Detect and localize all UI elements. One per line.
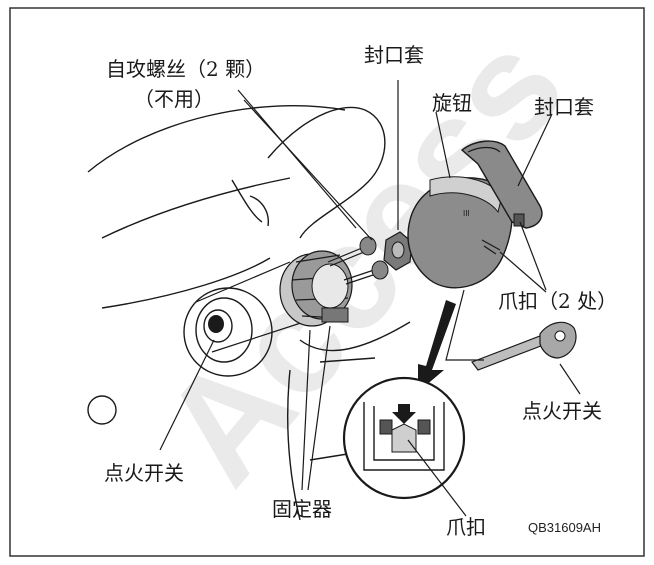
label-not-used: （不用） <box>134 87 214 111</box>
label-claw-detail: 爪扣 <box>446 515 486 539</box>
label-seal-cap-right: 封口套 <box>534 95 594 119</box>
ignition-switch-body <box>183 261 311 377</box>
label-ignition-switch-left: 点火开关 <box>104 461 184 485</box>
label-seal-cap-top: 封口套 <box>364 43 424 67</box>
label-self-tapping-screw: 自攻螺丝（2 颗） <box>106 57 266 81</box>
svg-text:III: III <box>463 209 470 218</box>
detail-arrow <box>418 300 456 392</box>
dashboard-outline <box>87 105 411 521</box>
seal-cover-part <box>460 140 543 229</box>
knob-part: III <box>407 176 513 289</box>
frame-border <box>9 7 645 557</box>
label-ignition-switch-key: 点火开关 <box>522 399 602 423</box>
small-seal-cap <box>383 231 413 271</box>
small-hole <box>87 395 117 425</box>
screw-2 <box>343 260 389 285</box>
label-claw-two: 爪扣（2 处） <box>498 289 618 313</box>
label-knob: 旋钮 <box>432 91 472 115</box>
screw-1 <box>327 236 377 267</box>
guide-lines <box>445 289 484 361</box>
leader-lines <box>159 80 581 517</box>
ignition-key <box>471 321 577 371</box>
fixture-part <box>279 250 353 327</box>
figure-code: QB31609AH <box>528 520 601 535</box>
detail-view <box>342 376 466 500</box>
label-fixture: 固定器 <box>272 497 332 521</box>
